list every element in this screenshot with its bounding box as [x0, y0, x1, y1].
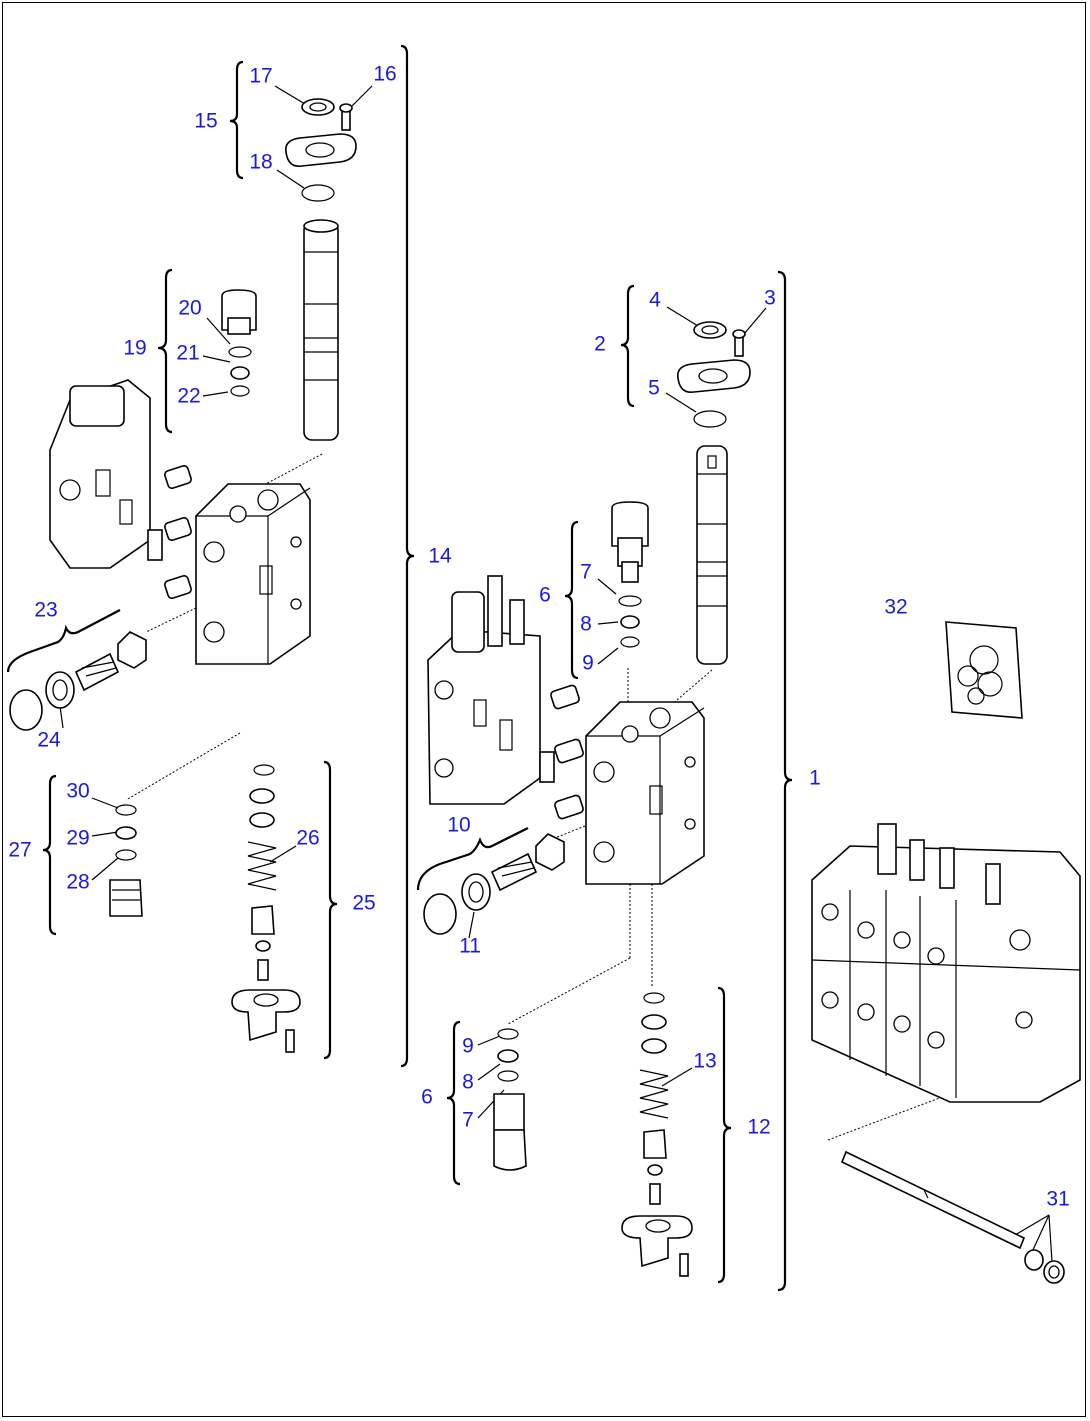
spool-right — [696, 445, 728, 665]
callout-15: 15 — [194, 109, 218, 133]
callout-9-upper: 9 — [582, 651, 594, 675]
callout-30: 30 — [66, 779, 90, 803]
callout-14: 14 — [428, 544, 452, 568]
group-braces — [6, 44, 793, 1292]
control-valve-assembly — [811, 823, 1081, 1103]
adjacent-valve-section-middle — [427, 575, 584, 820]
spring-assembly-25 — [231, 764, 301, 1053]
callout-29: 29 — [66, 826, 90, 850]
callout-11: 11 — [459, 934, 481, 958]
callout-23: 23 — [34, 598, 58, 622]
callout-32: 32 — [884, 595, 908, 619]
callout-26: 26 — [296, 826, 320, 850]
relief-cartridge-upper — [611, 501, 649, 648]
valve-body-left — [195, 483, 311, 665]
callout-18: 18 — [249, 150, 273, 174]
tie-bolt-31 — [840, 1150, 1065, 1284]
callout-19: 19 — [123, 336, 147, 360]
callout-5: 5 — [648, 376, 660, 400]
callout-20: 20 — [178, 296, 202, 320]
callout-8-lower: 8 — [462, 1070, 474, 1094]
callout-17: 17 — [249, 64, 273, 88]
callout-28: 28 — [66, 870, 90, 894]
relief-cartridge-lower — [493, 1028, 527, 1171]
callout-31: 31 — [1046, 1187, 1070, 1211]
seal-kit-32 — [945, 621, 1023, 719]
callout-4: 4 — [649, 288, 661, 312]
spool-left — [303, 219, 339, 441]
valve-body-right — [585, 701, 705, 885]
cover-plate-right — [676, 321, 751, 428]
callout-22: 22 — [177, 384, 201, 408]
adjacent-valve-section-left — [49, 379, 192, 600]
callout-10: 10 — [447, 813, 471, 837]
callout-12: 12 — [747, 1115, 771, 1139]
check-valve-27 — [109, 804, 143, 917]
callout-13: 13 — [693, 1049, 717, 1073]
callout-7-lower: 7 — [462, 1108, 474, 1132]
check-valve-assembly-middle — [423, 833, 565, 935]
callout-27: 27 — [8, 838, 32, 862]
cover-plate-top — [284, 98, 357, 202]
callout-25: 25 — [352, 891, 376, 915]
check-valve-assembly-left — [9, 631, 147, 731]
callout-8-upper: 8 — [580, 612, 592, 636]
axis-lines — [125, 453, 951, 1141]
callout-1: 1 — [809, 766, 821, 790]
leader-lines — [59, 85, 1053, 1263]
callout-21: 21 — [176, 341, 200, 365]
spring-assembly-12 — [621, 992, 693, 1277]
callout-3: 3 — [764, 286, 776, 310]
callout-9-lower: 9 — [462, 1034, 474, 1058]
callout-6-upper: 6 — [539, 583, 551, 607]
callout-2: 2 — [594, 332, 606, 356]
callout-6-lower: 6 — [421, 1085, 433, 1109]
relief-valve-assembly — [221, 289, 257, 397]
callout-24: 24 — [37, 728, 61, 752]
callout-7-upper: 7 — [580, 560, 592, 584]
callout-16: 16 — [373, 62, 397, 86]
